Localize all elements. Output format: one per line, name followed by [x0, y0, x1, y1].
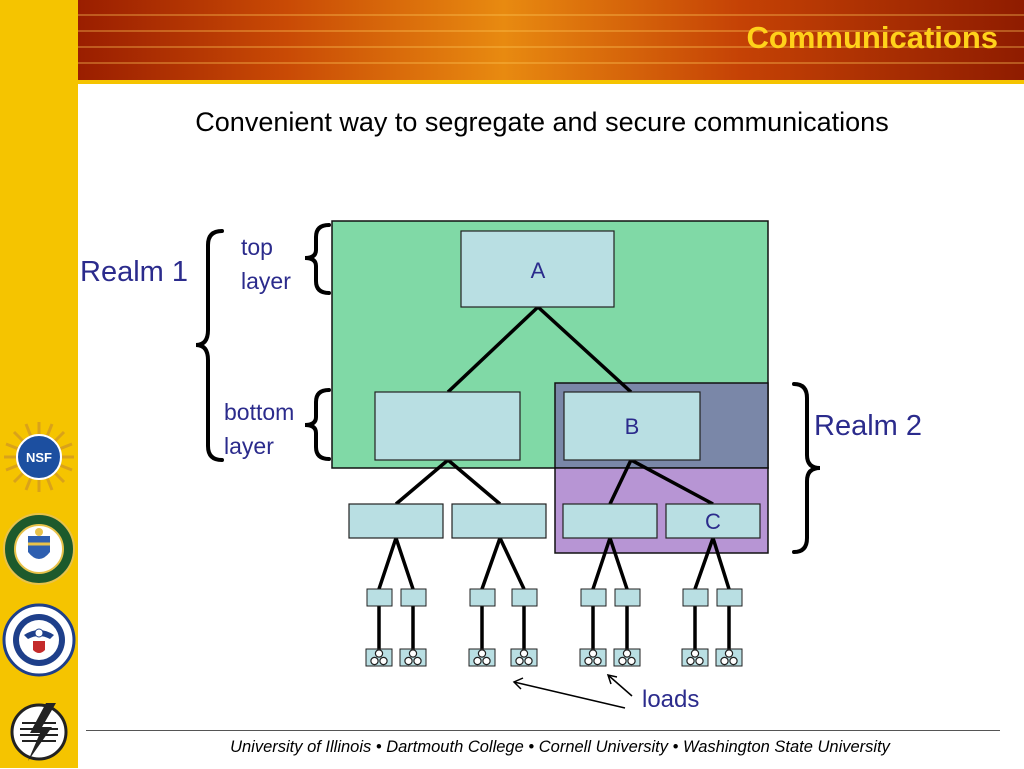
slide-title: Communications	[746, 20, 998, 55]
load-icon	[468, 648, 496, 667]
node-bottom-left	[374, 391, 521, 461]
bottom-layer-label-line1: bottom	[224, 399, 295, 425]
node-b-label: B	[625, 414, 640, 439]
top-layer-label: top layer	[241, 230, 291, 298]
realm2-label: Realm 2	[814, 410, 922, 442]
load-icon	[399, 648, 427, 667]
bottom-layer-label-line2: layer	[224, 433, 274, 459]
node-c-label: C	[705, 509, 721, 534]
nsf-logo: NSF	[4, 422, 74, 492]
node-a	[460, 230, 615, 308]
load-icon	[715, 648, 743, 667]
node-c	[665, 503, 761, 539]
load-icon	[613, 648, 641, 667]
footer-text: University of Illinois • Dartmouth Colle…	[230, 738, 890, 756]
banner-divider	[78, 80, 1024, 84]
loads-group	[365, 648, 743, 667]
realm1-bracket	[195, 229, 224, 462]
header-banner	[78, 0, 1024, 80]
node-a-label: A	[531, 258, 546, 283]
loads-arrows	[512, 673, 633, 709]
footer-divider	[86, 730, 1000, 731]
brackets	[195, 223, 821, 554]
loads-label: loads	[642, 686, 700, 713]
bottom-layer-bracket	[304, 388, 331, 461]
load-icon	[579, 648, 607, 667]
bottom-layer-label: bottom layer	[224, 395, 294, 463]
load-icon	[510, 648, 538, 667]
lightning-logo	[10, 703, 68, 761]
realm2-bracket	[792, 382, 821, 554]
load-icon	[365, 648, 393, 667]
tree-connectors	[377, 305, 731, 650]
top-layer-bracket	[304, 223, 331, 295]
homeland-security-seal	[2, 603, 76, 677]
top-layer-label-line1: top	[241, 234, 273, 260]
device-boxes	[366, 588, 743, 607]
node-leaf-3	[562, 503, 658, 539]
top-layer-label-line2: layer	[241, 268, 291, 294]
slide-subtitle: Convenient way to segregate and secure c…	[195, 107, 889, 137]
svg-text:NSF: NSF	[26, 450, 52, 465]
node-b	[563, 391, 701, 461]
node-leaf-2	[451, 503, 547, 539]
load-icon	[681, 648, 709, 667]
node-leaf-1	[348, 503, 444, 539]
department-of-energy-seal	[3, 513, 75, 585]
realm1-label: Realm 1	[80, 256, 188, 288]
